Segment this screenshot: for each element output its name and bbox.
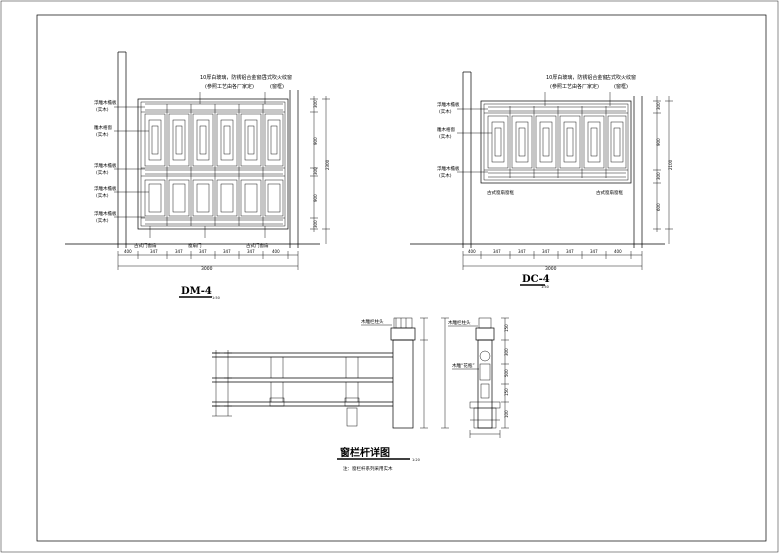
dc4-dim-bottom: 347 [590, 249, 598, 254]
railing-scale: 1:20 [412, 458, 420, 462]
dc4-note-right2: (窗框) [614, 83, 628, 90]
dm4-bottom-label: 窗扇门 [188, 242, 202, 249]
dm4-dim-bottom: 347 [199, 249, 207, 254]
railing-dim: 150 [504, 388, 509, 396]
railing-dim: 500 [504, 369, 509, 377]
dc4-dim-right: 600 [656, 203, 661, 211]
dc4-scale: 1:50 [541, 285, 549, 289]
dm4-dim-bottom: 347 [223, 249, 231, 254]
railing-label-c: 木雕“花瓶” [452, 362, 475, 369]
dm4-elevation: 10厚白玻璃，防锈铝合金窗门 (参照工艺由各厂家定) 古式吹火纹窗 (窗框) 浮… [65, 51, 330, 300]
dc4-left-note: 雕木格窗 [437, 126, 455, 133]
dc4-dim-right-total: 2100 [668, 159, 673, 170]
dm4-dim-total: 3000 [201, 266, 213, 272]
dc4-inner-label: 古式窗扇窗框 [487, 189, 514, 196]
railing-dim: 100 [504, 410, 509, 418]
dc4-left-note: 浮雕木檐板 [437, 165, 460, 172]
dc4-inner-label: 古式窗扇窗框 [596, 189, 623, 196]
railing-dim: 150 [504, 324, 509, 332]
railing-note: 注：窗栏杆系列采用实木 [343, 465, 393, 472]
dc4-dim-bottom: 347 [493, 249, 501, 254]
dm4-label: DM-4 [181, 286, 212, 297]
dm4-left-note: 浮雕木檐板 [94, 99, 117, 106]
dm4-left-note: 浮雕木檐板 [94, 210, 117, 217]
dm4-dim-right-total: 2300 [325, 159, 330, 170]
railing-label-b: 木雕栏柱头 [448, 319, 471, 326]
dm4-left-note: 雕木格窗 [94, 124, 112, 131]
dm4-dim-bottom: 347 [175, 249, 183, 254]
dm4-note-right2: (窗框) [270, 83, 284, 90]
dc4-dim-total: 3000 [545, 266, 557, 272]
dm4-left-note: (实木) [96, 217, 109, 224]
dm4-dim-bottom: 400 [272, 249, 280, 254]
dm4-dim-bottom: 347 [247, 249, 255, 254]
dm4-dim-bottom: 400 [124, 249, 132, 254]
dm4-left-note: (实木) [96, 131, 109, 138]
dm4-dim-right: 900 [313, 194, 318, 202]
dm4-note-top: 10厚白玻璃，防锈铝合金窗门 [200, 74, 266, 81]
dc4-dim-bottom: 347 [542, 249, 550, 254]
dc4-label: DC-4 [522, 274, 550, 285]
dc4-dim-bottom: 400 [614, 249, 622, 254]
dm4-bottom-label: 古式门窗扇 [246, 242, 269, 249]
dm4-dim-right: 300 [313, 220, 318, 228]
dc4-dim-right: 300 [656, 102, 661, 110]
dc4-note-top: 10厚白玻璃，防锈铝合金窗 [546, 74, 607, 81]
dc4-left-note: (实木) [439, 172, 452, 179]
railing-title: 窗栏杆详图 [340, 446, 390, 459]
dm4-left-note: (实木) [96, 192, 109, 199]
dm4-left-note: (实木) [96, 106, 109, 113]
dc4-elevation: 10厚白玻璃，防锈铝合金窗 (参照工艺由各厂家定) 古式吹火纹窗 (窗框) 浮雕… [410, 71, 673, 289]
dc4-dim-bottom: 347 [566, 249, 574, 254]
dm4-left-note: 浮雕木檐板 [94, 185, 117, 192]
dc4-dim-right: 300 [656, 172, 661, 180]
dc4-note-right: 古式吹火纹窗 [606, 74, 636, 81]
dm4-dim-bottom: 347 [150, 249, 158, 254]
dm4-dim-right: 300 [313, 167, 318, 175]
dc4-dim-right: 900 [656, 138, 661, 146]
drawing-frame [36, 14, 767, 542]
dc4-dim-bottom: 347 [518, 249, 526, 254]
dm4-note-top2: (参照工艺由各厂家定) [205, 83, 254, 90]
railing-label-a: 木雕栏柱头 [361, 318, 384, 325]
dc4-left-note: 浮雕木檐板 [437, 101, 460, 108]
dc4-left-note: (实木) [439, 108, 452, 115]
dm4-left-note: (实木) [96, 169, 109, 176]
dc4-note-top2: (参照工艺由各厂家定) [550, 83, 599, 90]
dm4-note-right: 古式吹火纹窗 [262, 74, 292, 81]
dm4-dim-right: 300 [313, 100, 318, 108]
railing-detail: 木雕栏柱头 木雕栏柱头 木雕“花瓶” 15 [212, 317, 509, 472]
dc4-dim-bottom: 400 [468, 249, 476, 254]
dc4-left-note: (实木) [439, 133, 452, 140]
dm4-scale: 1:50 [212, 296, 220, 300]
dm4-bottom-label: 古式门窗扇 [134, 242, 157, 249]
railing-dim: 300 [504, 348, 509, 356]
dm4-dim-right: 900 [313, 137, 318, 145]
dm4-left-note: 浮雕木檐板 [94, 162, 117, 169]
